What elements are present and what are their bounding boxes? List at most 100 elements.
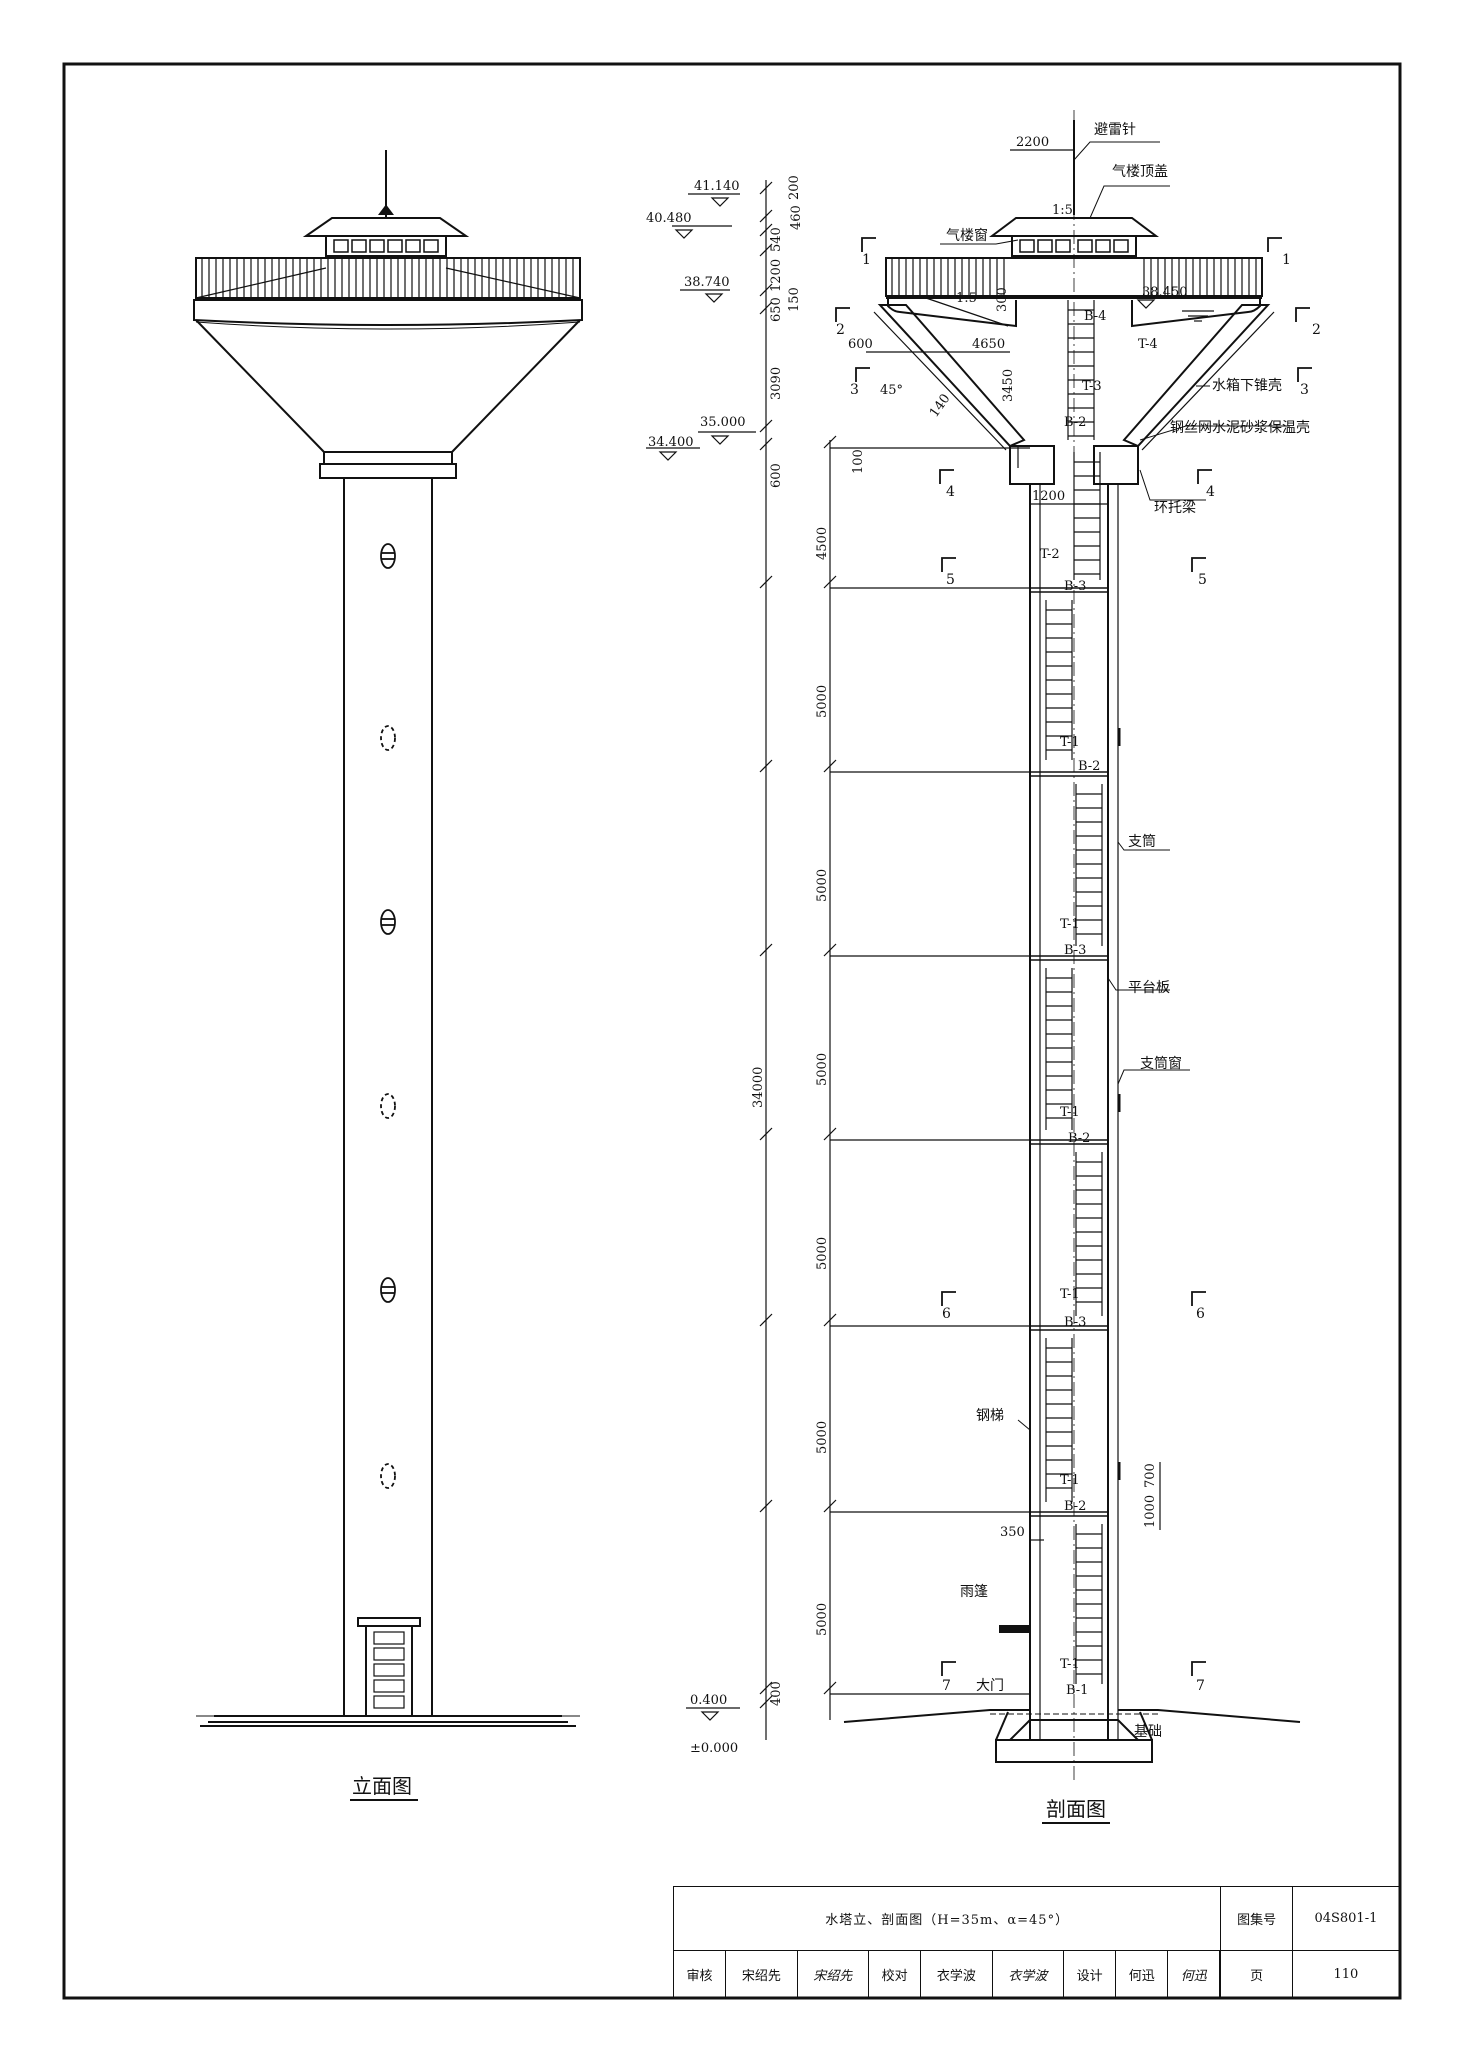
level-markers	[646, 193, 1156, 1721]
other-dimensions: 2200 1:5 1:5 300 600 4650 3450 140 45° 1…	[848, 135, 1158, 1540]
svg-text:3: 3	[1300, 382, 1309, 398]
svg-text:2200: 2200	[1016, 135, 1049, 150]
svg-text:5: 5	[1198, 572, 1207, 588]
element-tags: T-4 B-4 T-3 B-2 T-2 B-3 T-1 B-2 T-1 B-3 …	[1040, 309, 1158, 1698]
dim-tick	[823, 943, 837, 957]
level-0000: ±0.000	[690, 1741, 738, 1756]
label-tank-cone: 水箱下锥壳	[1212, 377, 1282, 394]
dim-tick	[759, 1127, 773, 1141]
label-lightning-rod: 避雷针	[1094, 122, 1136, 138]
label-vent-roof: 气楼顶盖	[1112, 164, 1168, 180]
svg-text:T-1: T-1	[1060, 917, 1080, 932]
svg-text:1000: 1000	[1143, 1495, 1158, 1528]
svg-text:140: 140	[927, 391, 954, 420]
dim-tick	[759, 223, 773, 237]
label-vent-window: 气楼窗	[946, 227, 988, 244]
svg-text:600: 600	[769, 463, 784, 488]
level-water: 38.450	[1142, 285, 1188, 300]
svg-text:1200: 1200	[769, 259, 784, 292]
title-block: 水塔立、剖面图（H=35m、α=45°） 图集号 04S801-1 审核 宋绍先…	[672, 1886, 1401, 1998]
atlas-label: 图集号	[1220, 1886, 1293, 1951]
dim-tick	[759, 1313, 773, 1327]
dim-tick	[823, 1313, 837, 1327]
check-label: 校对	[868, 1950, 922, 1998]
svg-text:T-2: T-2	[1040, 547, 1060, 562]
svg-text:B-4: B-4	[1084, 309, 1106, 324]
svg-text:6: 6	[942, 1306, 951, 1322]
dim-tick	[759, 437, 773, 451]
label-shaft-window: 支筒窗	[1140, 1055, 1182, 1072]
svg-text:T-1: T-1	[1060, 1287, 1080, 1302]
dim-tick	[759, 181, 773, 195]
svg-text:400: 400	[769, 1681, 784, 1706]
dim-tick	[759, 1681, 773, 1695]
svg-text:B-3: B-3	[1064, 1315, 1086, 1330]
svg-text:3450: 3450	[1001, 369, 1016, 402]
level-0400: 0.400	[690, 1693, 727, 1708]
level-35000: 35.000	[700, 415, 746, 430]
svg-text:150: 150	[787, 287, 802, 312]
dim-tick	[823, 1499, 837, 1513]
checker-signature: 衣学波	[991, 1950, 1065, 1998]
callout-labels: 避雷针 气楼顶盖 气楼窗 水箱下锥壳 钢丝网水泥砂浆保温壳 环托梁 支筒 平台板…	[946, 122, 1310, 1740]
dim-tick	[759, 243, 773, 257]
level-38740: 38.740	[684, 275, 730, 290]
svg-text:45°: 45°	[880, 383, 903, 398]
label-platform: 平台板	[1128, 980, 1170, 996]
vertical-dimensions: 200 460 540 1200 650 150 3090 600 4500 5…	[751, 175, 830, 1706]
reviewer-signature: 宋绍先	[796, 1950, 870, 1998]
svg-text:B-3: B-3	[1064, 943, 1086, 958]
svg-text:4: 4	[946, 484, 955, 500]
svg-text:T-4: T-4	[1138, 337, 1158, 352]
svg-text:T-1: T-1	[1060, 1657, 1080, 1672]
svg-text:7: 7	[1196, 1678, 1205, 1694]
svg-text:B-2: B-2	[1064, 415, 1086, 430]
svg-text:B-3: B-3	[1064, 579, 1086, 594]
svg-text:1200: 1200	[1032, 489, 1065, 504]
svg-text:T-1: T-1	[1060, 735, 1080, 750]
svg-text:1:5: 1:5	[1052, 203, 1073, 218]
sheet-border	[62, 62, 1402, 2000]
dim-tick	[823, 759, 837, 773]
dim-tick	[823, 1127, 837, 1141]
level-41140: 41.140	[694, 179, 740, 194]
svg-text:300: 300	[995, 287, 1010, 312]
designer-name: 何迅	[1115, 1950, 1169, 1998]
label-ring-beam: 环托梁	[1154, 500, 1196, 516]
label-insulation: 钢丝网水泥砂浆保温壳	[1170, 419, 1310, 436]
page-label: 页	[1220, 1950, 1293, 1998]
section-view	[843, 120, 1301, 1763]
dim-tick	[759, 419, 773, 433]
svg-text:3090: 3090	[769, 367, 784, 400]
level-40480: 40.480	[646, 211, 692, 226]
label-foundation: 基础	[1134, 1723, 1162, 1740]
leader-lines	[940, 141, 1290, 1431]
elevation-view	[193, 150, 583, 1727]
svg-text:100: 100	[851, 449, 866, 474]
designer-signature: 何迅	[1167, 1950, 1221, 1998]
dim-tick	[759, 759, 773, 773]
checker-name: 衣学波	[920, 1950, 993, 1998]
label-door: 大门	[976, 1678, 1004, 1694]
svg-text:B-1: B-1	[1066, 1683, 1088, 1698]
review-label: 审核	[672, 1950, 727, 1998]
svg-text:5000: 5000	[815, 1421, 830, 1454]
dim-tick	[759, 943, 773, 957]
svg-text:2: 2	[836, 322, 845, 338]
dim-tick	[823, 435, 837, 449]
svg-text:7: 7	[942, 1678, 951, 1694]
elevation-caption: 立面图	[352, 1774, 412, 1798]
level-34400: 34.400	[648, 435, 694, 450]
design-label: 设计	[1063, 1950, 1117, 1998]
svg-text:650: 650	[769, 297, 784, 322]
svg-text:5000: 5000	[815, 1053, 830, 1086]
svg-text:1: 1	[1282, 252, 1291, 268]
drawing-title: 水塔立、剖面图（H=35m、α=45°）	[672, 1886, 1222, 1951]
svg-text:600: 600	[848, 337, 873, 352]
svg-text:T-1: T-1	[1060, 1473, 1080, 1488]
svg-text:200: 200	[787, 175, 802, 200]
svg-text:34000: 34000	[751, 1067, 766, 1108]
label-shaft: 支筒	[1128, 833, 1156, 850]
dim-tick	[759, 1695, 773, 1709]
label-canopy: 雨篷	[960, 1584, 988, 1600]
